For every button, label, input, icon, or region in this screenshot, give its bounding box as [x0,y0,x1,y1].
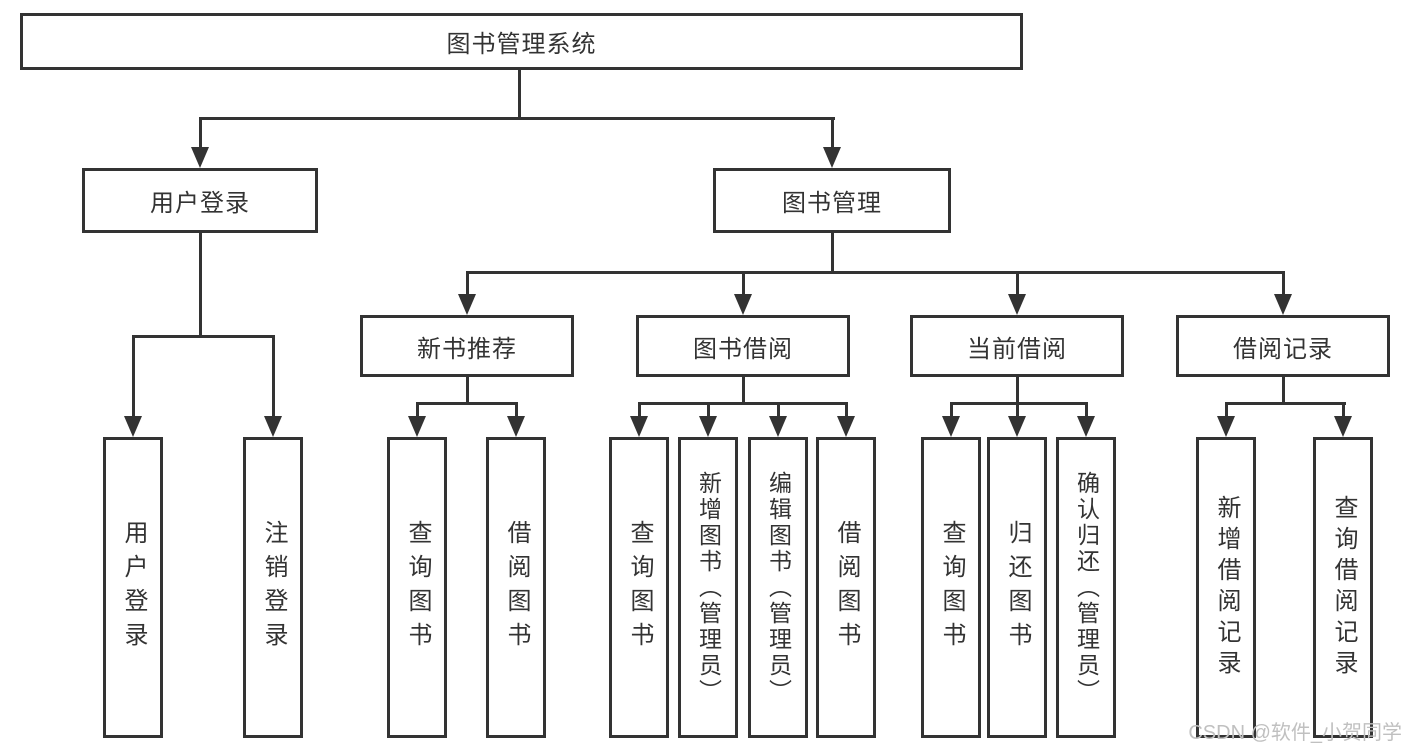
connector-line [707,405,710,418]
arrow-down-icon [837,416,855,437]
leaf-add-books-admin: 新增图书（管理员） [678,437,738,738]
leaf-borrowing-borrow-books-label: 借阅图书 [833,519,860,656]
arrow-down-icon [1008,294,1026,315]
connector-line [638,402,848,405]
connector-line [1225,405,1228,418]
connector-line [1016,274,1019,296]
leaf-borrowing-search-books: 查询图书 [609,437,669,738]
node-new-book-recommend-label: 新书推荐 [417,335,517,363]
arrow-down-icon [507,416,525,437]
connector-line [950,405,953,418]
leaf-add-borrow-record: 新增借阅记录 [1196,437,1256,738]
connector-line [950,402,1088,405]
leaf-edit-books-admin: 编辑图书（管理员） [748,437,808,738]
node-book-management: 图书管理 [713,168,951,233]
connector-line [831,120,834,148]
node-user-login-label: 用户登录 [150,190,250,217]
leaf-search-borrow-record-label: 查询借阅记录 [1330,494,1357,681]
connector-line [272,338,275,418]
arrow-down-icon [124,416,142,437]
connector-line [831,233,834,273]
arrow-down-icon [734,294,752,315]
connector-line [466,274,469,296]
connector-line [1225,402,1346,405]
arrow-down-icon [699,416,717,437]
connector-line [845,405,848,418]
arrow-down-icon [458,294,476,315]
connector-line [416,405,419,418]
node-current-borrowing: 当前借阅 [910,315,1124,377]
leaf-user-login: 用户登录 [103,437,163,738]
node-current-borrowing-label: 当前借阅 [967,335,1067,363]
node-root: 图书管理系统 [20,13,1023,70]
connector-line [199,233,202,337]
leaf-return-books-label: 归还图书 [1004,519,1031,656]
leaf-current-search-books-label: 查询图书 [938,519,965,656]
arrow-down-icon [1274,294,1292,315]
connector-line [132,335,275,338]
arrow-down-icon [1008,416,1026,437]
leaf-user-login-label: 用户登录 [120,519,147,656]
connector-line [1282,274,1285,296]
leaf-newbook-borrow-books: 借阅图书 [486,437,546,738]
arrow-down-icon [1334,416,1352,437]
leaf-return-books: 归还图书 [987,437,1047,738]
arrow-down-icon [942,416,960,437]
connector-line [1282,377,1285,404]
leaf-logout-label: 注销登录 [260,519,287,656]
arrow-down-icon [191,147,209,168]
connector-line [199,120,202,148]
connector-line [132,338,135,418]
leaf-logout: 注销登录 [243,437,303,738]
node-user-login: 用户登录 [82,168,318,233]
arrow-down-icon [408,416,426,437]
arrow-down-icon [769,416,787,437]
connector-line [742,274,745,296]
arrow-down-icon [1217,416,1235,437]
arrow-down-icon [264,416,282,437]
leaf-newbook-borrow-books-label: 借阅图书 [503,519,530,656]
connector-line [1085,405,1088,418]
leaf-newbook-search-books: 查询图书 [387,437,447,738]
arrow-down-icon [1077,416,1095,437]
node-borrowing-records: 借阅记录 [1176,315,1390,377]
leaf-borrowing-borrow-books: 借阅图书 [816,437,876,738]
connector-line [515,405,518,418]
arrow-down-icon [823,147,841,168]
node-borrowing-records-label: 借阅记录 [1233,335,1333,363]
node-book-management-label: 图书管理 [782,190,882,217]
connector-line [466,271,1285,274]
connector-line [1342,405,1345,418]
leaf-borrowing-search-books-label: 查询图书 [626,519,653,656]
leaf-confirm-return-admin: 确认归还（管理员） [1056,437,1116,738]
connector-line [199,117,835,120]
connector-line [777,405,780,418]
leaf-search-borrow-record: 查询借阅记录 [1313,437,1373,738]
node-root-label: 图书管理系统 [446,31,597,58]
leaf-confirm-return-admin-label: 确认归还（管理员） [1073,470,1100,705]
arrow-down-icon [630,416,648,437]
leaf-current-search-books: 查询图书 [921,437,981,738]
csdn-watermark: CSDN @软件_小贺同学 [1188,722,1402,744]
connector-line [416,402,518,405]
node-new-book-recommend: 新书推荐 [360,315,574,377]
connector-line [466,377,469,404]
connector-line [1016,377,1019,404]
leaf-newbook-search-books-label: 查询图书 [404,519,431,656]
connector-line [638,405,641,418]
leaf-add-borrow-record-label: 新增借阅记录 [1213,494,1240,681]
leaf-edit-books-admin-label: 编辑图书（管理员） [765,470,792,705]
node-book-borrowing: 图书借阅 [636,315,850,377]
node-book-borrowing-label: 图书借阅 [693,335,793,363]
connector-line [1016,405,1019,418]
leaf-add-books-admin-label: 新增图书（管理员） [695,470,722,705]
connector-line [742,377,745,404]
connector-line [518,70,521,119]
